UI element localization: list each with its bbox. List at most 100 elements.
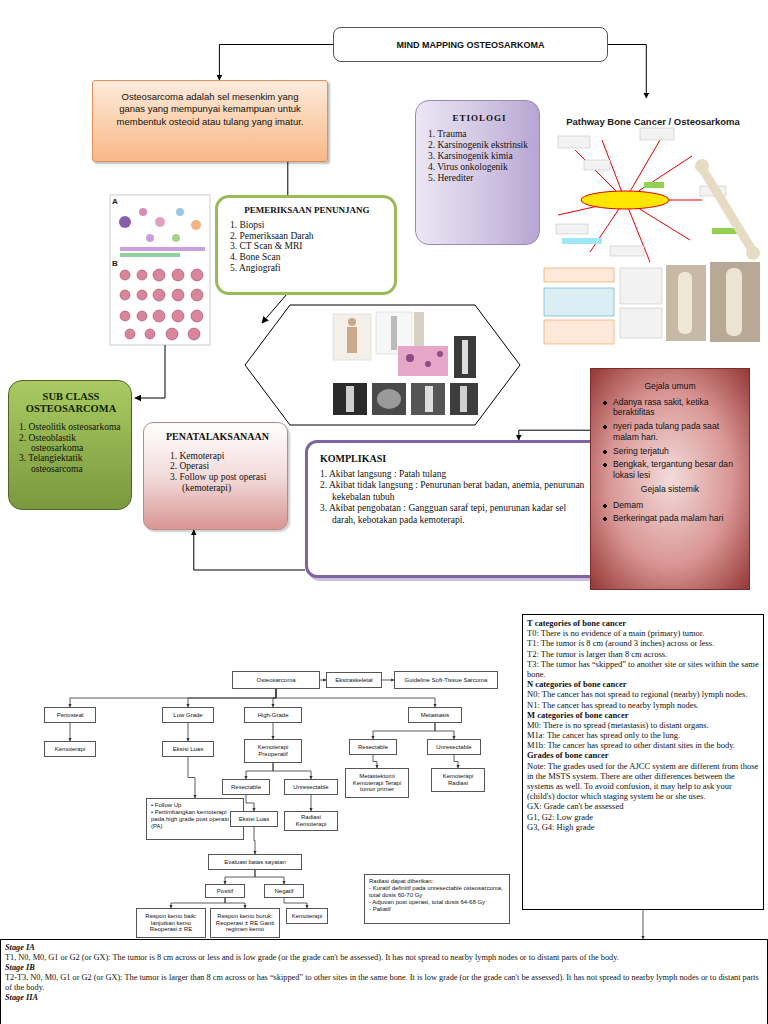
etiology-box: ETIOLOGI1. Trauma2. Karsinogenik ekstrin… xyxy=(415,100,540,245)
node-text: • Follow Up xyxy=(151,802,239,809)
pathway-box xyxy=(544,268,614,282)
node-text: Resectable xyxy=(225,784,267,791)
cell xyxy=(191,310,203,322)
list-item: 2. Osteoblastik osteosarkoma xyxy=(19,433,123,454)
bone-photo-detail xyxy=(726,268,742,336)
note-box: Radiasi dapat diberikan:- Kuratif defini… xyxy=(364,874,510,924)
cell xyxy=(153,269,165,281)
connector xyxy=(70,689,276,707)
list-item: 5. Angiografi xyxy=(230,263,384,274)
cell xyxy=(172,310,184,322)
node-text: Unresectable xyxy=(287,784,335,791)
cell-panel xyxy=(110,195,210,345)
list-item: 2. Operasi xyxy=(170,461,279,472)
xray-image xyxy=(450,383,478,415)
bone-photo xyxy=(710,262,760,342)
node-text: Metastektomi Kemoterapi Terapi tumor pri… xyxy=(348,773,406,794)
pathway-box xyxy=(544,288,614,316)
list-item: 4. Bone Scan xyxy=(230,252,384,263)
list-item: 3. Follow up post operasi (kemoterapi) xyxy=(170,472,279,494)
connector xyxy=(225,870,255,884)
pathway-panel: Pathway Bone Cancer / Osteosarkoma xyxy=(542,98,764,346)
node-text: - Kuratif definitif pada unresectable os… xyxy=(369,885,505,899)
list-item: 4. Virus onkologenik xyxy=(428,162,531,173)
node-heading: Pathway Bone Cancer / Osteosarkoma xyxy=(542,116,764,127)
node-text: Kemoterapi Preoperatif xyxy=(247,744,299,758)
process-box: Metastektomi Kemoterapi Terapi tumor pri… xyxy=(345,768,409,798)
cell xyxy=(137,290,147,300)
connector xyxy=(188,723,189,741)
connector xyxy=(254,827,255,854)
pathway-box xyxy=(544,320,614,344)
connector xyxy=(608,45,646,99)
connector xyxy=(454,755,458,768)
list-item: 1. Kemoterapi xyxy=(170,451,279,462)
pathway-lines xyxy=(558,140,702,262)
cell xyxy=(146,234,154,242)
node-text: Respon kemo baik: lanjutkan kemo Reopera… xyxy=(139,913,203,934)
list-item: 2. Pemeriksaan Darah xyxy=(230,231,384,242)
pathway-box xyxy=(610,246,644,256)
process-box: High-Grade xyxy=(244,707,302,723)
cell xyxy=(137,270,147,280)
pathway-panel xyxy=(542,98,764,346)
connector xyxy=(382,680,394,681)
cell xyxy=(153,310,165,322)
pathway-box xyxy=(584,160,610,170)
process-box: Respon kemo baik: lanjutkan kemo Reopera… xyxy=(136,908,206,938)
node-text: - Paliatif xyxy=(369,906,505,913)
histology-cell xyxy=(406,354,414,362)
cell xyxy=(191,269,203,281)
xray-image xyxy=(333,383,367,415)
connector xyxy=(188,689,276,707)
cell xyxy=(120,311,130,321)
connector xyxy=(273,689,276,707)
cell xyxy=(120,290,130,300)
node-heading: Grades of bone cancer xyxy=(527,750,759,760)
node-text: Positif xyxy=(208,888,242,895)
node-text: Respon kemo buruk: Reoperasi ± RE Ganti … xyxy=(213,913,277,934)
panel-letter: B xyxy=(112,259,118,268)
connector xyxy=(219,45,333,81)
bone-image xyxy=(414,312,424,346)
process-box: Kemoterapi Preoperatif xyxy=(244,739,302,763)
node-text: N1: The cancer has spread to nearby lymp… xyxy=(527,700,759,710)
list-item: 3. Akibat pengobatan : Gangguan saraf te… xyxy=(320,503,587,526)
process-box: Radiasi Kemoterapi xyxy=(284,811,338,831)
process-box: Resectable xyxy=(349,739,397,755)
node-text: - Adjuvan post operasi, total dosis 64-6… xyxy=(369,899,505,906)
process-box: Kemoterapi Radiasi xyxy=(431,768,485,792)
node-heading: T categories of bone cancer xyxy=(527,618,759,628)
pathway-box xyxy=(620,268,662,304)
node-text: M1a: The cancer has spread only to the l… xyxy=(527,730,759,740)
node-text: G3, G4: High grade xyxy=(527,822,759,832)
node-text: G1, G2: Low grade xyxy=(527,812,759,822)
node-text: Kemoterapi xyxy=(47,746,93,753)
xray-bone xyxy=(462,340,468,374)
pathway-tag xyxy=(562,238,602,244)
cell xyxy=(172,289,184,301)
xray-image xyxy=(372,383,406,415)
cell xyxy=(153,289,165,301)
bone-photo xyxy=(666,265,706,341)
node-heading: N categories of bone cancer xyxy=(527,679,759,689)
node-heading: M categories of bone cancer xyxy=(527,710,759,720)
xray-bone xyxy=(425,386,433,412)
node-heading: Gejala umum xyxy=(597,381,743,392)
node-heading: Stage IIA xyxy=(5,993,763,1003)
node-text: Kemoterapi Radiasi xyxy=(434,773,482,787)
process-box: Eksisi Luas xyxy=(230,811,278,827)
node-text: T0: There is no evidence of a main (prim… xyxy=(527,628,759,638)
node-text: Note: The grades used for the AJCC syste… xyxy=(527,761,759,802)
connector xyxy=(373,723,435,739)
node-text: Guideline Soft-Tissue Sarcoma xyxy=(397,677,495,684)
list-item: Sering terjatuh xyxy=(597,446,743,457)
connector xyxy=(246,763,273,779)
node-heading: ETIOLOGI xyxy=(428,113,531,123)
node-heading: KOMPLIKASI xyxy=(320,453,587,465)
xray-bone xyxy=(346,386,354,412)
node-text: Low Grade xyxy=(165,712,211,719)
pathway-box xyxy=(558,136,590,148)
node-text: Osteosarcoma adalah sel mesenkim yang ga… xyxy=(115,91,305,128)
bone-end xyxy=(746,246,760,260)
